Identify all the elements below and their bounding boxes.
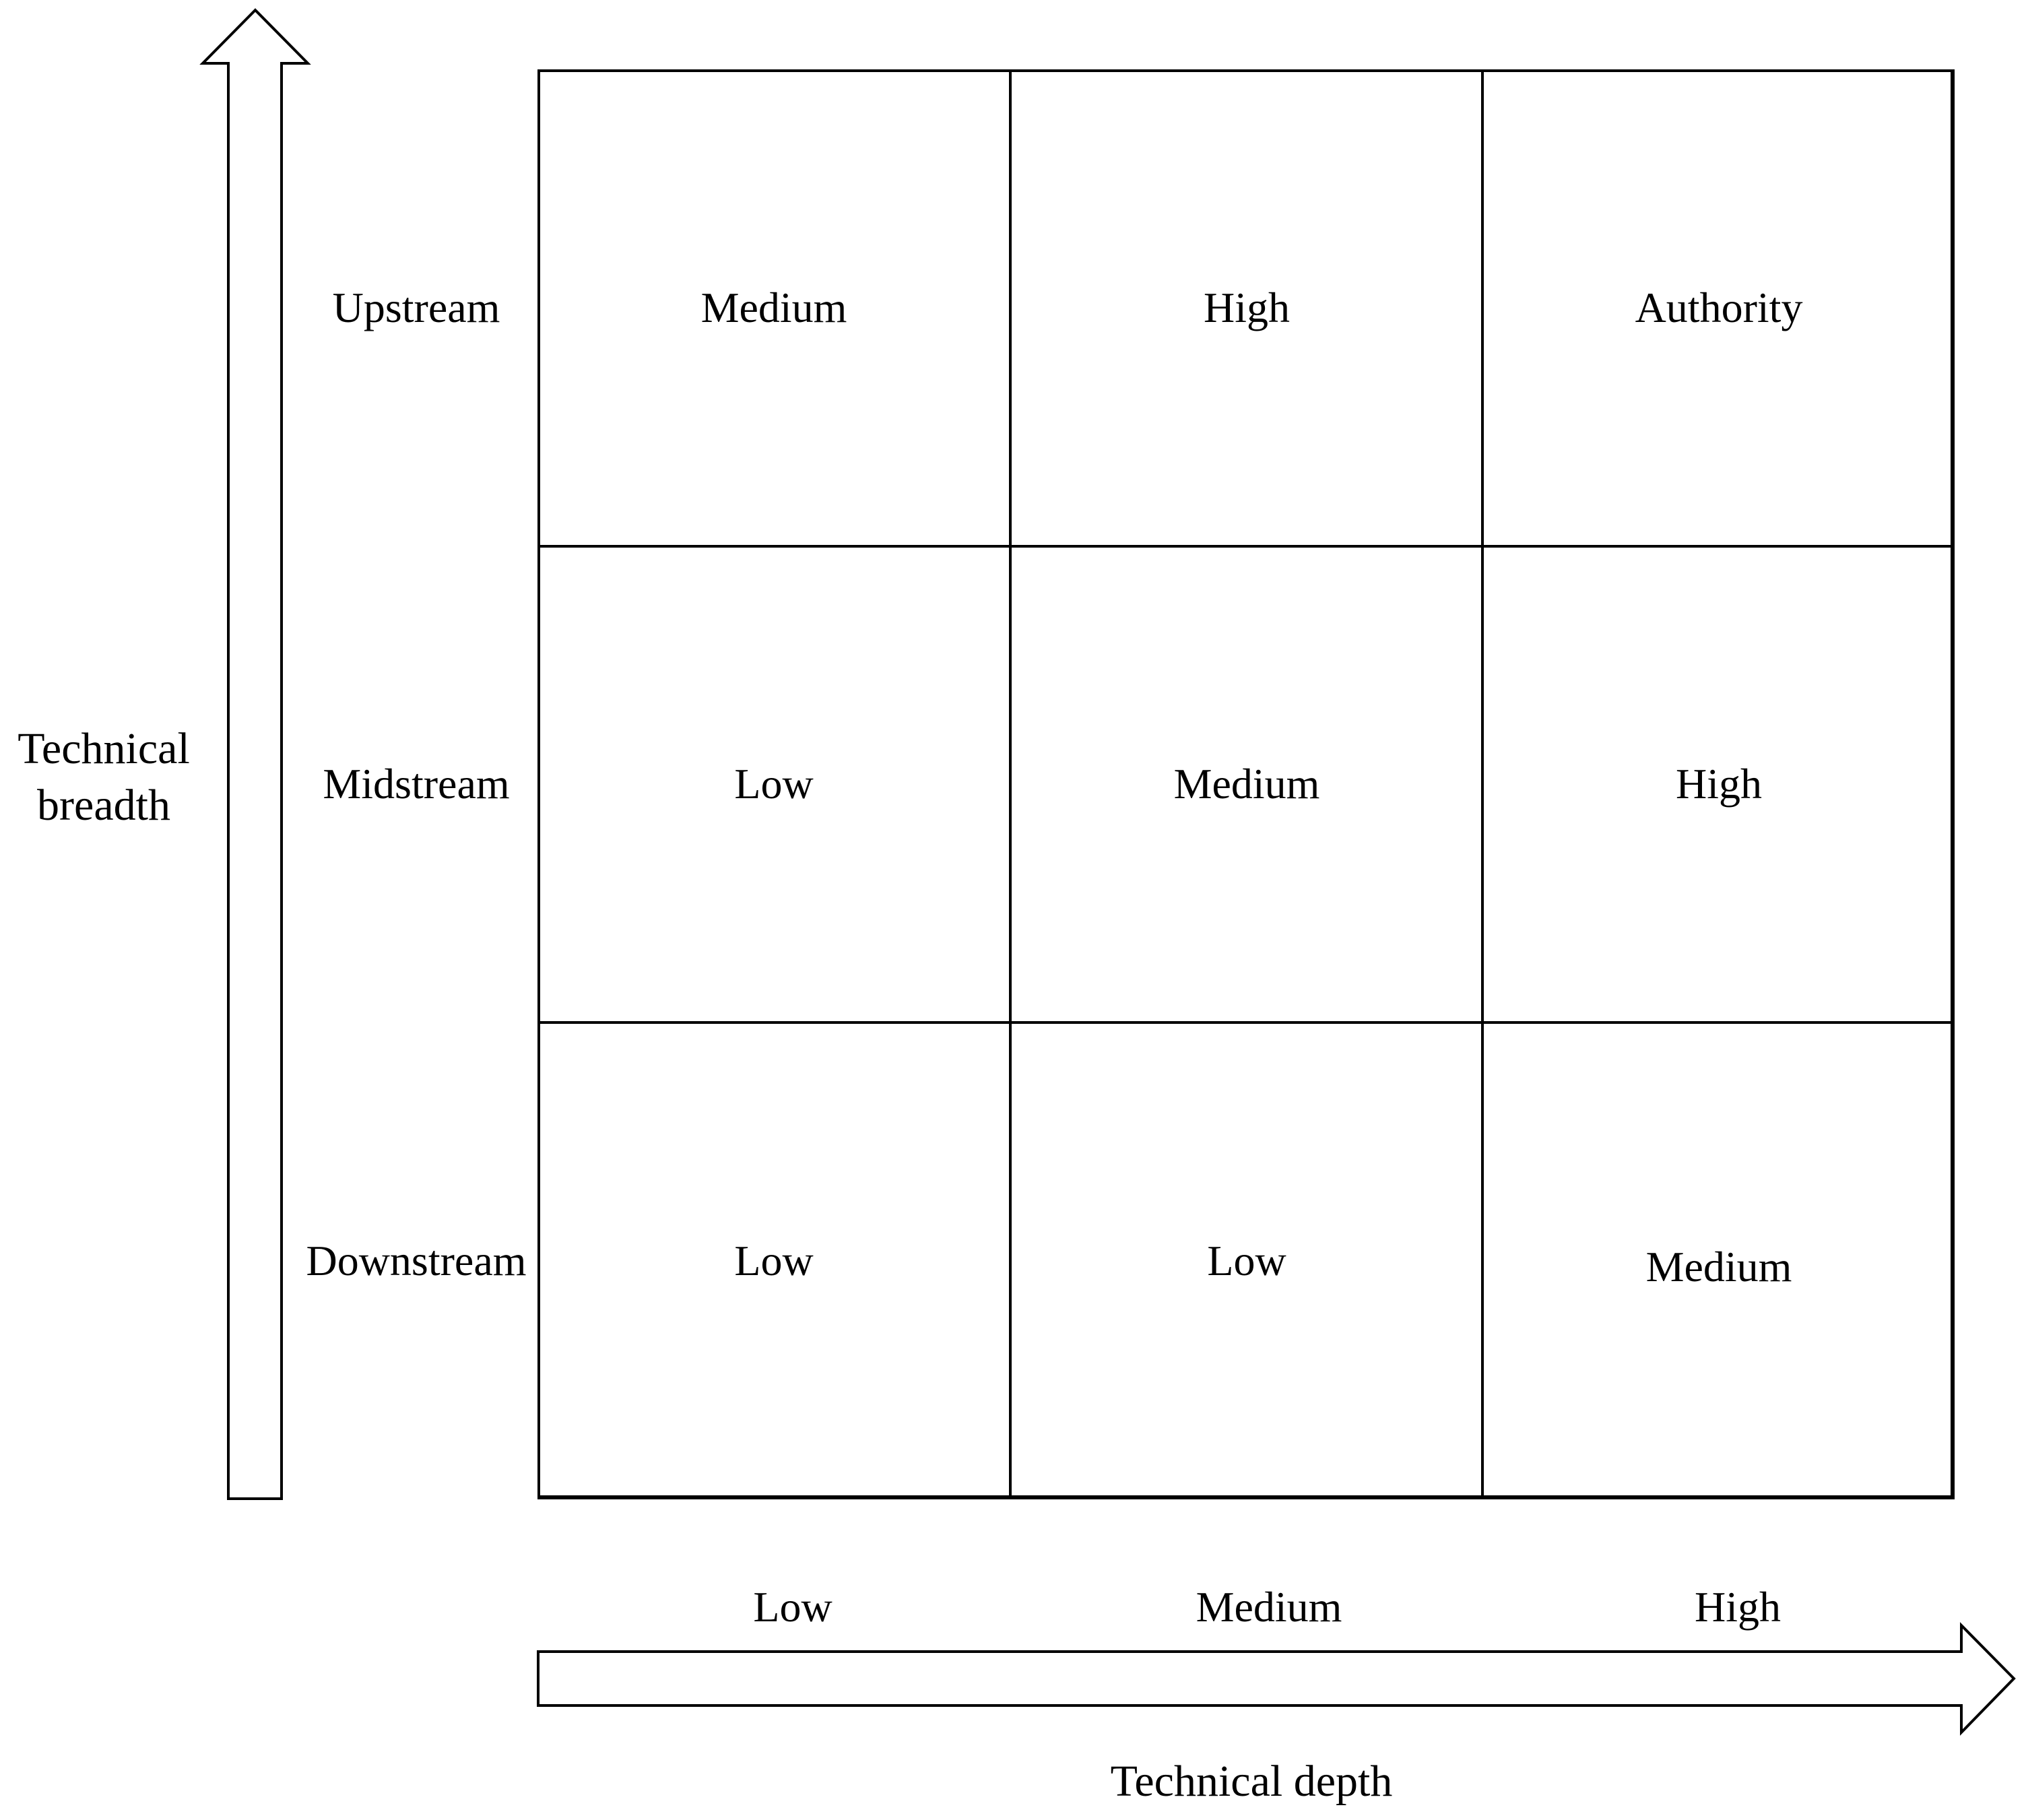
- row-label-midstream: Midstream: [323, 759, 510, 808]
- x-axis-title: Technical depth: [1110, 1757, 1393, 1806]
- x-tick-high: High: [1695, 1582, 1781, 1631]
- y-axis-title-line2: breadth: [37, 781, 170, 830]
- matrix-cell-r1-c1: Medium: [700, 283, 847, 331]
- grid-line-row-2: [537, 1021, 1955, 1024]
- matrix-cell-r2-c2: Medium: [1173, 759, 1320, 808]
- matrix-cell-r3-c3: Medium: [1645, 1242, 1792, 1291]
- matrix-grid: [537, 69, 1955, 1499]
- x-axis-right-arrow-icon: [537, 1622, 2016, 1736]
- y-axis-up-arrow-icon: [199, 8, 311, 1500]
- matrix-cell-r3-c2: Low: [1207, 1236, 1286, 1285]
- matrix-cell-r2-c3: High: [1676, 759, 1762, 808]
- matrix-cell-r1-c3: Authority: [1635, 283, 1803, 331]
- matrix-cell-r1-c2: High: [1204, 283, 1290, 331]
- x-tick-medium: Medium: [1196, 1582, 1342, 1631]
- grid-line-col-1: [1009, 69, 1012, 1499]
- y-axis-title-line1: Technical: [18, 724, 190, 773]
- row-label-upstream: Upstream: [332, 283, 500, 331]
- row-label-downstream: Downstream: [306, 1236, 527, 1285]
- x-tick-low: Low: [753, 1582, 832, 1631]
- y-axis-title: Technical breadth: [18, 721, 190, 834]
- matrix-cell-r2-c1: Low: [734, 759, 814, 808]
- grid-line-col-2: [1481, 69, 1484, 1499]
- grid-line-row-1: [537, 545, 1955, 548]
- matrix-cell-r3-c1: Low: [734, 1236, 814, 1285]
